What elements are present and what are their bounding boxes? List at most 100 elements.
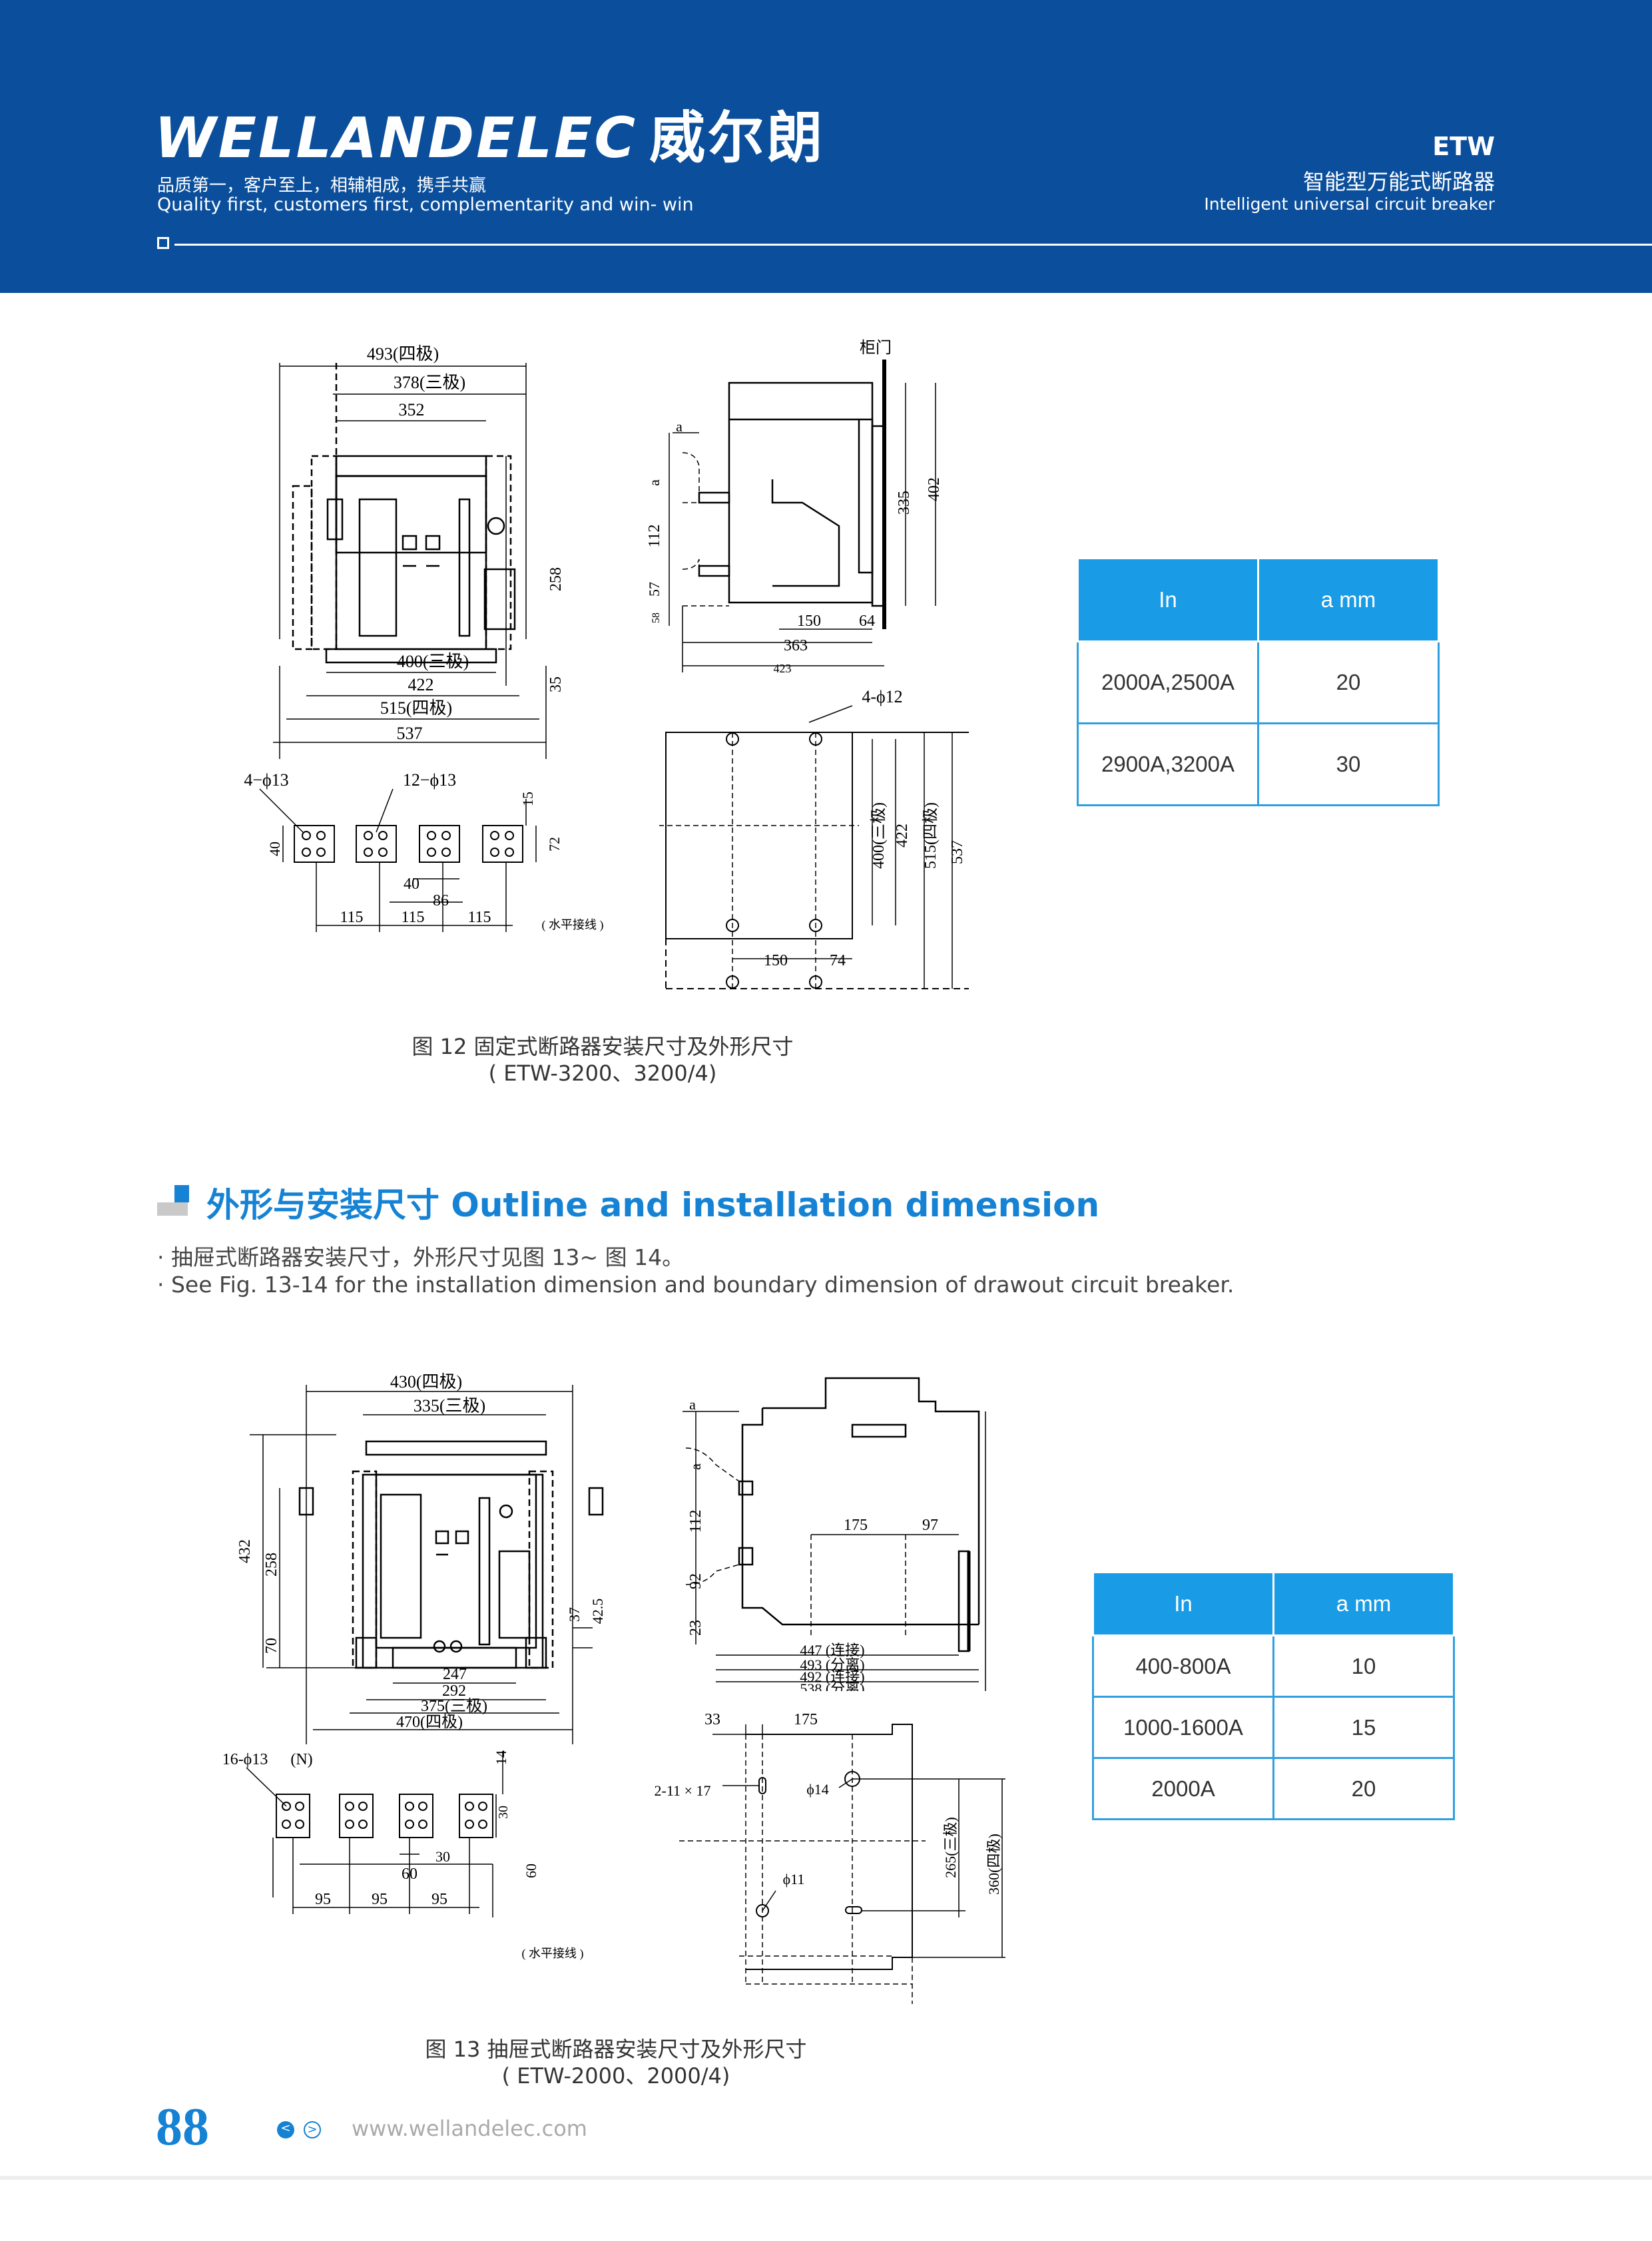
dim-35: 35 <box>547 676 565 692</box>
table2-cell: 400-800A <box>1092 1634 1274 1698</box>
dim-57: 57 <box>646 582 663 597</box>
logo-cn: 威尔朗 <box>649 105 826 170</box>
product-name-en: Intelligent universal circuit breaker <box>1204 194 1495 214</box>
dim-430: 430(四极) <box>390 1372 462 1391</box>
dim-363: 363 <box>784 637 808 654</box>
table1-header-in: In <box>1077 557 1259 642</box>
dim-33: 33 <box>704 1711 720 1728</box>
label-4-holes: 4−ϕ13 <box>244 770 288 790</box>
dim-423: 423 <box>774 662 792 675</box>
dim-115-c: 115 <box>467 909 491 926</box>
bullet-en: · See Fig. 13-14 for the installation di… <box>157 1272 1235 1298</box>
dim-40-vertical: 40 <box>266 842 283 856</box>
product-code: ETW <box>1432 132 1495 161</box>
dim-37: 37 <box>566 1607 583 1622</box>
label-cabinet-door: 柜门 <box>860 339 892 357</box>
fig12-caption-line1: 图 12 固定式断路器安装尺寸及外形尺寸 <box>412 1034 794 1059</box>
dim-95-a: 95 <box>315 1891 331 1908</box>
dim-a-side-13: a <box>687 1463 704 1470</box>
header-square-icon <box>157 237 169 249</box>
dim-493: 493(四极) <box>367 344 439 364</box>
dim-112-13: 112 <box>687 1509 704 1533</box>
dim-58: 58 <box>651 613 662 623</box>
label-16-holes: 16-ϕ13 <box>222 1751 268 1768</box>
dim-40-horizontal: 40 <box>404 875 419 893</box>
dim-64: 64 <box>859 613 875 630</box>
dim-400: 400(三极) <box>397 652 469 671</box>
dim-400-mount: 400(三极) <box>870 802 888 869</box>
table2-cell: 1000-1600A <box>1092 1696 1274 1759</box>
table-a-mm-drawout: In a mm 400-800A 10 1000-1600A 15 2000A … <box>1092 1571 1455 1820</box>
dim-14: 14 <box>493 1750 509 1765</box>
dim-30-vertical: 30 <box>496 1806 511 1819</box>
table2-cell: 20 <box>1272 1757 1455 1820</box>
table2-cell: 10 <box>1272 1634 1455 1698</box>
label-4-holes-12: 4-ϕ12 <box>862 687 902 706</box>
table1-cell: 2000A,2500A <box>1077 640 1259 724</box>
header-divider <box>174 244 1652 246</box>
dim-150-mount: 150 <box>764 952 788 969</box>
dim-95-c: 95 <box>431 1891 447 1908</box>
dim-72: 72 <box>546 837 563 852</box>
note-horizontal-wiring-13: ( 水平接线 ) <box>522 1947 584 1961</box>
dim-a-top-13: a <box>689 1396 696 1413</box>
prev-page-icon[interactable]: < <box>277 2121 294 2138</box>
dim-422: 422 <box>408 675 434 694</box>
slogan-en: Quality first, customers first, compleme… <box>157 194 694 215</box>
table1-cell: 2900A,3200A <box>1077 722 1259 806</box>
dim-a-side: a <box>646 479 663 486</box>
fig12-side-view: 柜门 a a 112 57 58 335 402 150 64 363 423 <box>646 339 943 675</box>
dim-a-top: a <box>676 418 683 435</box>
slogan-cn: 品质第一，客户至上，相辅相成，携手共赢 <box>157 176 487 196</box>
dim-375: 375(三极) <box>421 1697 487 1715</box>
fig13-front-view: 430(四极) 335(三极) 432 258 70 37 42.5 247 2… <box>236 1372 606 1744</box>
table-a-mm-fixed: In a mm 2000A,2500A 20 2900A,3200A 30 <box>1077 557 1440 806</box>
fig12-busbar-view: 4−ϕ13 12−ϕ13 15 40 72 40 86 115 115 115 … <box>244 770 604 932</box>
fig13-busbar-view: 16-ϕ13 (N) 14 30 60 30 60 95 95 95 ( 水平接… <box>222 1750 584 1961</box>
dim-86: 86 <box>433 892 449 909</box>
website-link[interactable]: www.wellandelec.com <box>352 2116 587 2141</box>
fig12-mount-view: 4-ϕ12 400(三极) 422 515(四极) 537 150 74 <box>659 687 969 989</box>
label-phi14: ϕ14 <box>806 1781 829 1798</box>
dim-402: 402 <box>926 477 943 501</box>
dim-470: 470(四极) <box>396 1713 463 1731</box>
dim-74-mount: 74 <box>830 952 846 969</box>
fig13-mount-view: 33 175 2-11 × 17 ϕ14 ϕ11 265(三极) 360(四极) <box>655 1711 1005 2004</box>
dim-42-5: 42.5 <box>589 1599 606 1624</box>
next-page-icon[interactable]: > <box>304 2121 321 2138</box>
label-12-holes: 12−ϕ13 <box>403 770 456 790</box>
table1-cell: 30 <box>1257 722 1440 806</box>
label-neutral: (N) <box>290 1751 312 1768</box>
dim-258: 258 <box>547 567 565 591</box>
dim-537-mount: 537 <box>949 840 966 864</box>
dim-115-b: 115 <box>401 909 424 926</box>
dim-335: 335 <box>896 491 913 515</box>
logo-text: WELLANDELEC <box>154 105 638 170</box>
fig12-front-view: 493(四极) 378(三极) 352 258 35 400(三极) 422 5… <box>273 344 565 759</box>
dim-92: 92 <box>687 1573 704 1589</box>
dim-60-horizontal: 60 <box>402 1866 417 1883</box>
table2-cell: 2000A <box>1092 1757 1274 1820</box>
dim-292: 292 <box>442 1682 466 1700</box>
fig13-side-view: a a 112 92 23 175 97 447 (连接) 493 (分离) 4… <box>683 1377 986 1691</box>
page-number: 88 <box>156 2098 209 2156</box>
dim-30-horizontal: 30 <box>435 1848 450 1865</box>
dim-492: 492 (连接) <box>800 1668 864 1685</box>
bullet-cn: · 抽屉式断路器安装尺寸，外形尺寸见图 13~ 图 14。 <box>157 1244 685 1270</box>
dim-447: 447 (连接) <box>800 1642 864 1658</box>
fig13-caption: 图 13 抽屉式断路器安装尺寸及外形尺寸 ( ETW-2000、2000/4) <box>386 2036 846 2089</box>
label-slots: 2-11 × 17 <box>655 1782 711 1799</box>
fig12-caption-line2: ( ETW-3200、3200/4) <box>488 1061 717 1086</box>
product-name-cn: 智能型万能式断路器 <box>1302 169 1495 194</box>
dim-515-mount: 515(四极) <box>922 802 940 869</box>
dim-247: 247 <box>443 1666 467 1683</box>
dim-432: 432 <box>236 1539 254 1563</box>
section-square-icon <box>157 1185 189 1216</box>
dim-115-a: 115 <box>340 909 363 926</box>
footer-divider <box>0 2176 1652 2180</box>
fig13-caption-line1: 图 13 抽屉式断路器安装尺寸及外形尺寸 <box>425 2037 807 2062</box>
dim-112: 112 <box>646 524 663 547</box>
dim-493-side: 493 (分离) <box>800 1656 864 1673</box>
